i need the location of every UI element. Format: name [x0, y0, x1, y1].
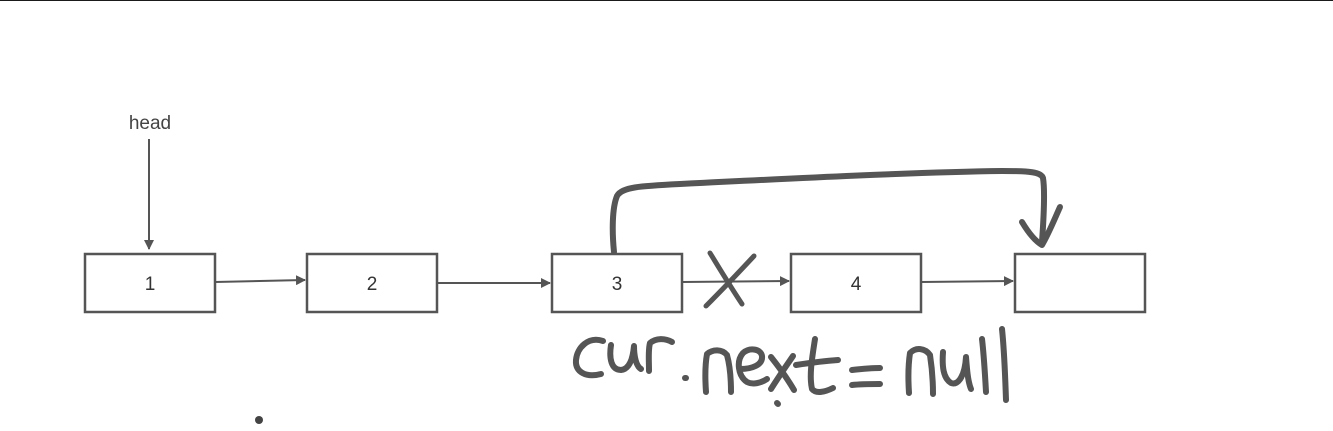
- node-value-2: 2: [367, 274, 378, 295]
- node-value-4: 4: [851, 274, 862, 295]
- head-label: head: [129, 113, 171, 134]
- next-arrow-4-5: [920, 276, 1014, 287]
- node-box-5: [1013, 252, 1147, 314]
- node-box-1: [83, 252, 217, 314]
- node-value-3: 3: [612, 274, 623, 295]
- node-box-4: [789, 252, 923, 314]
- stray-ink-dot: [255, 416, 263, 424]
- next-arrow-1-2: [214, 275, 306, 286]
- node-box-3: [550, 252, 684, 314]
- top-divider: [0, 0, 1333, 1]
- node-box-2: [305, 252, 439, 314]
- cross-out-mark: [703, 250, 757, 309]
- relink-arrow: [609, 168, 1063, 255]
- node-value-1: 1: [145, 274, 156, 295]
- next-arrow-3-4: [681, 276, 790, 287]
- handwritten-annotation: [572, 326, 1009, 407]
